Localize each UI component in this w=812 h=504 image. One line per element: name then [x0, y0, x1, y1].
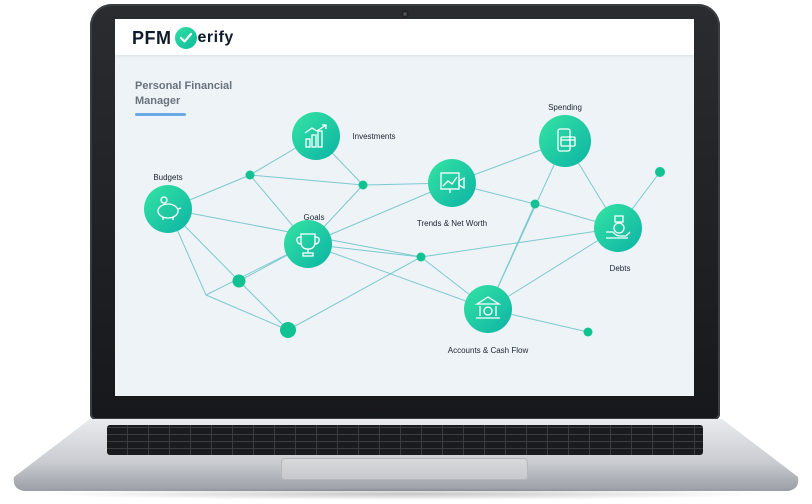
- node-label-goals: Goals: [304, 213, 325, 222]
- connector-dot: [233, 275, 246, 288]
- connector-dot: [531, 200, 540, 209]
- node-budgets[interactable]: [144, 185, 192, 233]
- app-screen: PFM erify Personal Financial Manager: [115, 19, 694, 396]
- node-goals[interactable]: [284, 220, 332, 268]
- node-trends[interactable]: [428, 159, 476, 207]
- node-label-debts: Debts: [610, 264, 631, 273]
- network-diagram: [115, 19, 694, 396]
- node-spending[interactable]: [539, 115, 591, 167]
- connector-dot: [584, 328, 593, 337]
- connection-lines: [168, 136, 660, 332]
- connector-dot: [359, 181, 368, 190]
- node-label-spending: Spending: [548, 103, 582, 112]
- connector-dot: [417, 253, 426, 262]
- node-accounts[interactable]: [464, 285, 512, 333]
- trackpad: [281, 458, 528, 480]
- camera-icon: [401, 10, 409, 18]
- node-debts[interactable]: [594, 204, 642, 252]
- node-label-budgets: Budgets: [153, 173, 182, 182]
- connector-dot: [280, 322, 296, 338]
- node-label-trends: Trends & Net Worth: [417, 219, 487, 228]
- node-investments[interactable]: [292, 112, 340, 160]
- connector-dot: [246, 171, 255, 180]
- laptop-shadow: [40, 488, 770, 500]
- node-label-accounts: Accounts & Cash Flow: [448, 346, 528, 355]
- node-label-investments: Investments: [352, 132, 395, 141]
- connector-dot: [655, 167, 665, 177]
- keyboard: [107, 425, 703, 455]
